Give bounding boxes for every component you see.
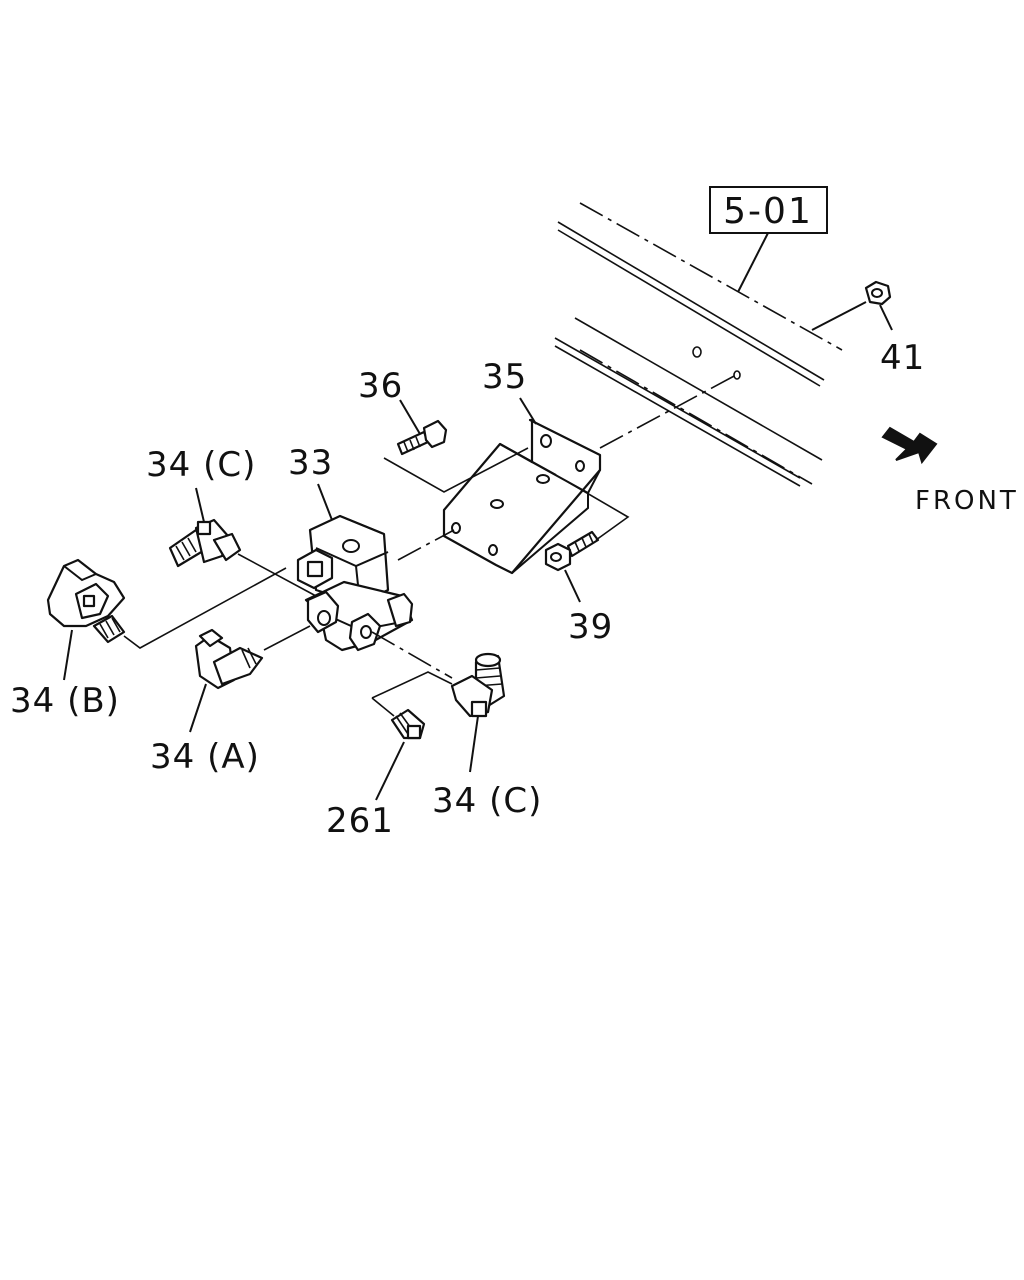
label-34b: 34 (B) (10, 681, 120, 721)
front-direction: FRONT (881, 426, 1019, 516)
front-label: FRONT (915, 486, 1019, 516)
part-261-plug: 261 (326, 697, 426, 841)
label-41: 41 (880, 338, 925, 378)
label-34c-top: 34 (C) (146, 445, 256, 485)
reference-box: 5-01 (709, 186, 828, 293)
front-arrow-icon (881, 426, 938, 465)
label-35: 35 (482, 357, 527, 397)
label-36: 36 (358, 366, 403, 406)
part-33-valve: 33 (288, 443, 414, 652)
part-35-bracket: 35 (442, 357, 602, 575)
reference-box-label: 5-01 (723, 191, 813, 232)
part-34c-top-fitting: 34 (C) (146, 445, 317, 597)
label-34c-bottom: 34 (C) (432, 781, 542, 821)
part-41-nut: 41 (811, 280, 925, 378)
part-39-bolt: 39 (544, 374, 737, 647)
label-34a: 34 (A) (150, 737, 260, 777)
part-34c-bottom-fitting: 34 (C) (371, 652, 542, 821)
part-34b-fitting: 34 (B) (10, 558, 287, 721)
part-34a-fitting: 34 (A) (150, 625, 311, 777)
frame-rail (554, 202, 843, 487)
label-39: 39 (568, 607, 613, 647)
label-261: 261 (326, 801, 394, 841)
part-36-bolt: 36 (358, 366, 529, 493)
label-33: 33 (288, 443, 333, 483)
